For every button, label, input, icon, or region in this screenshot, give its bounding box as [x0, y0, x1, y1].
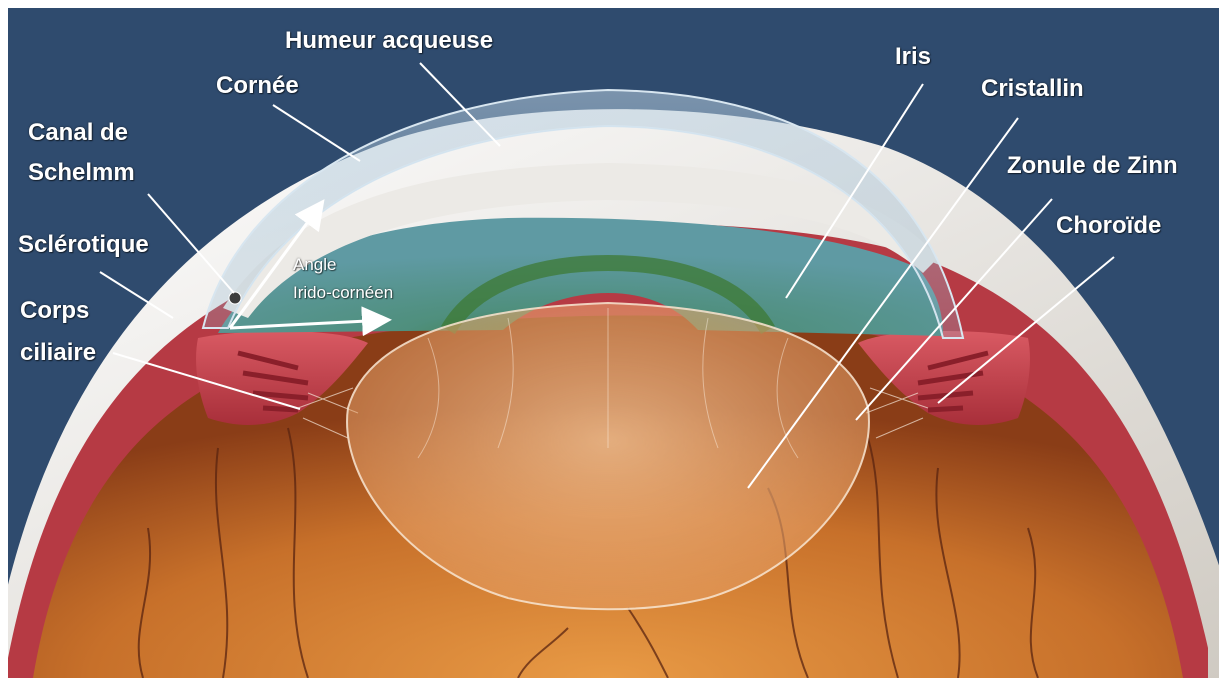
label-sclerotique: Sclérotique: [18, 230, 149, 259]
label-canal-line2: Schelmm: [28, 158, 135, 187]
label-iris: Iris: [895, 42, 931, 71]
label-cornee: Cornée: [216, 71, 299, 100]
schlemm-canal-shape: [229, 292, 241, 304]
label-angle-line1: Angle: [293, 254, 336, 276]
label-canal-line1: Canal de: [28, 118, 128, 147]
eye-cross-section: [8, 8, 1219, 678]
label-zonule-de-zinn: Zonule de Zinn: [1007, 151, 1178, 180]
label-angle-line2: Irido-cornéen: [293, 282, 393, 304]
eye-illustration: Humeur acqueuse Cornée Canal de Schelmm …: [8, 8, 1219, 678]
label-humeur-acqueuse: Humeur acqueuse: [285, 26, 493, 55]
label-corps-line1: Corps: [20, 296, 89, 325]
label-cristallin: Cristallin: [981, 74, 1084, 103]
label-corps-line2: ciliaire: [20, 338, 96, 367]
label-choroide: Choroïde: [1056, 211, 1161, 240]
